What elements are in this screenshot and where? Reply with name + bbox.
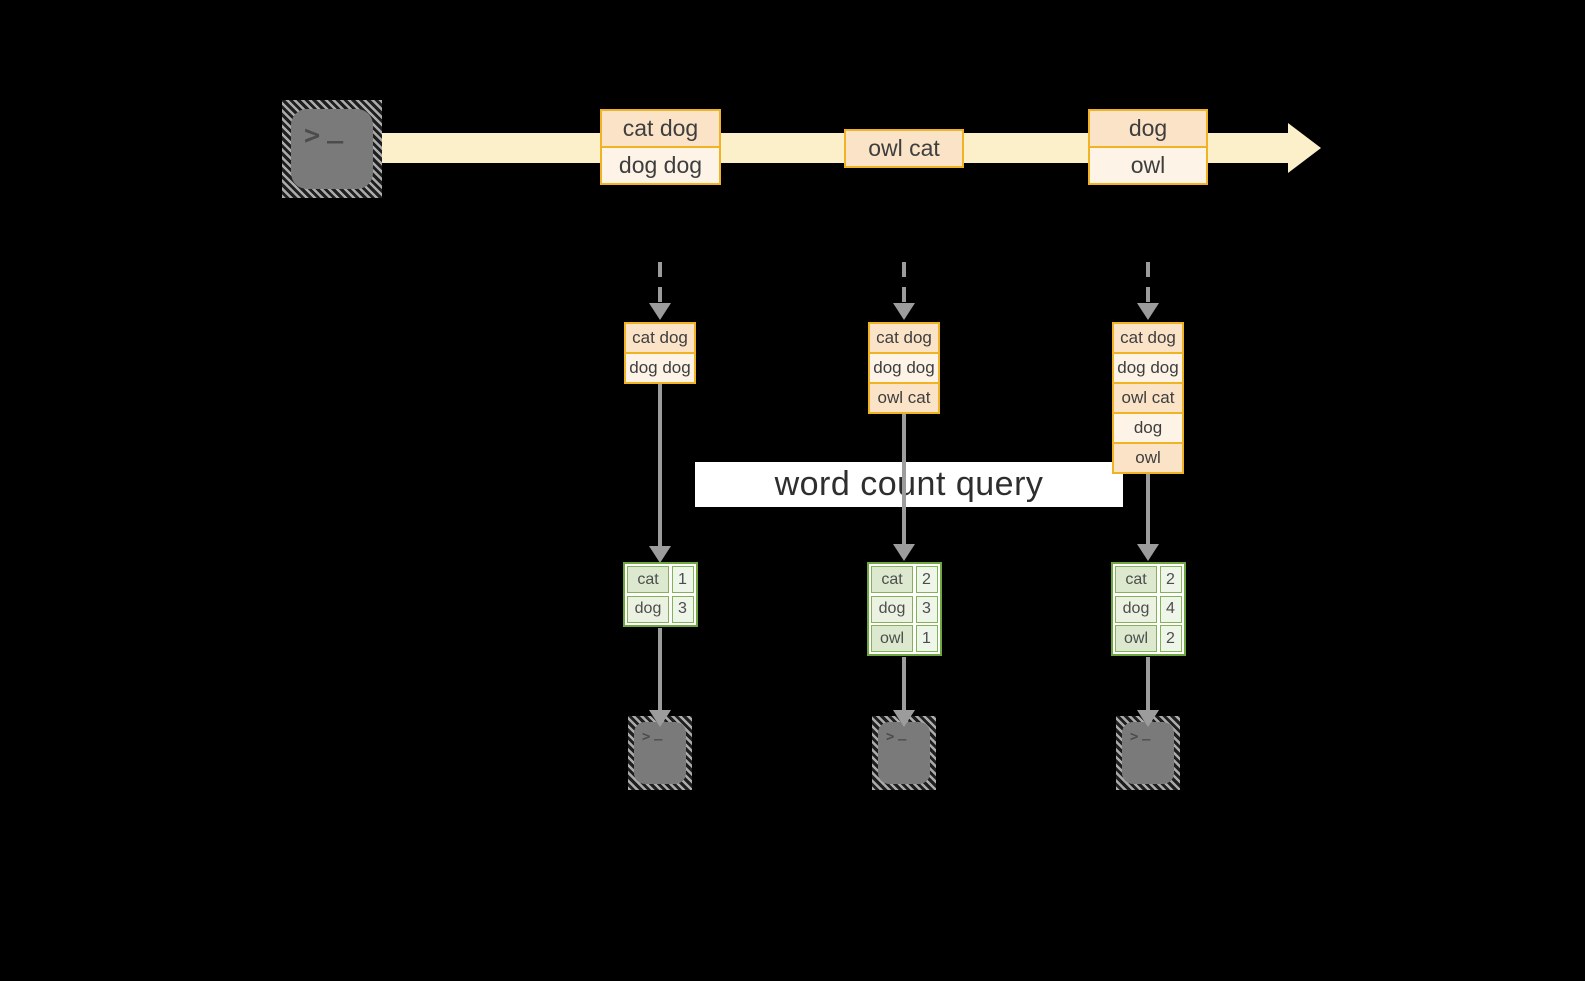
terminal-icon-body: > _ bbox=[878, 722, 930, 784]
event-row: dog dog bbox=[600, 145, 721, 185]
table-cell-count: 2 bbox=[1159, 625, 1182, 652]
arrow-line bbox=[1146, 657, 1150, 710]
table-cell-word: cat bbox=[871, 566, 913, 593]
query-label: word count query bbox=[774, 465, 1044, 503]
terminal-prompt-icon: > bbox=[886, 729, 895, 745]
event-box: owl cat bbox=[844, 129, 964, 168]
arrow-line bbox=[658, 628, 662, 710]
table-cell-word: dog bbox=[1115, 595, 1157, 623]
table-cell-count: 3 bbox=[915, 595, 938, 623]
sink-terminal-icon: > _ bbox=[628, 716, 692, 790]
arrowhead-icon bbox=[1137, 710, 1159, 727]
table-cell-count: 4 bbox=[1159, 595, 1182, 623]
buffer-row: dog dog bbox=[868, 352, 940, 384]
arrow-line bbox=[1146, 474, 1150, 544]
arrowhead-icon bbox=[649, 546, 671, 563]
arrow-line bbox=[902, 657, 906, 710]
terminal-prompt-icon: > bbox=[642, 729, 651, 745]
dashed-arrowhead-icon bbox=[893, 303, 915, 320]
arrowhead-icon bbox=[649, 710, 671, 727]
event-row: owl cat bbox=[844, 129, 964, 168]
table-cell-word: dog bbox=[627, 595, 669, 623]
arrowhead-icon bbox=[893, 710, 915, 727]
table-cell-word: owl bbox=[871, 625, 913, 652]
table-cell-count: 3 bbox=[671, 595, 694, 623]
buffer-box: cat dog dog dog owl cat bbox=[868, 322, 940, 414]
dashed-arrowhead-icon bbox=[1137, 303, 1159, 320]
event-box: dog owl bbox=[1088, 109, 1208, 185]
dashed-arrow-line bbox=[902, 262, 906, 306]
buffer-box: cat dog dog dog owl cat dog owl bbox=[1112, 322, 1184, 474]
arrowhead-icon bbox=[893, 544, 915, 561]
sink-terminal-icon: > _ bbox=[1116, 716, 1180, 790]
table-cell-word: dog bbox=[871, 595, 913, 623]
arrow-line bbox=[902, 414, 906, 544]
table-cell-word: cat bbox=[627, 566, 669, 593]
table-cell-word: owl bbox=[1115, 625, 1157, 652]
buffer-row: owl bbox=[1112, 442, 1184, 474]
dashed-arrow-line bbox=[1146, 262, 1150, 306]
table-cell-word: cat bbox=[1115, 566, 1157, 593]
buffer-row: cat dog bbox=[1112, 322, 1184, 354]
dashed-arrow-line bbox=[658, 262, 662, 306]
terminal-cursor-icon: _ bbox=[898, 725, 907, 741]
word-count-table: cat 2 dog 4 owl 2 bbox=[1111, 562, 1186, 656]
buffer-box: cat dog dog dog bbox=[624, 322, 696, 384]
terminal-cursor-icon: _ bbox=[654, 725, 663, 741]
terminal-prompt-icon: > bbox=[1130, 729, 1139, 745]
buffer-row: cat dog bbox=[624, 322, 696, 354]
event-row: owl bbox=[1088, 145, 1208, 185]
buffer-row: dog dog bbox=[624, 352, 696, 384]
event-row: dog bbox=[1088, 109, 1208, 148]
word-count-table: cat 1 dog 3 bbox=[623, 562, 698, 627]
terminal-icon-body: > _ bbox=[1122, 722, 1174, 784]
stream-arrowhead-icon bbox=[1288, 123, 1321, 173]
terminal-icon-body: > _ bbox=[634, 722, 686, 784]
terminal-cursor-icon: _ bbox=[327, 113, 344, 144]
table-cell-count: 1 bbox=[915, 625, 938, 652]
buffer-row: owl cat bbox=[868, 382, 940, 414]
terminal-icon-body: > _ bbox=[291, 109, 373, 189]
buffer-row: dog dog bbox=[1112, 352, 1184, 384]
buffer-row: dog bbox=[1112, 412, 1184, 444]
terminal-prompt-icon: > bbox=[304, 120, 321, 151]
table-cell-count: 2 bbox=[1159, 566, 1182, 593]
event-row: cat dog bbox=[600, 109, 721, 148]
event-box: cat dog dog dog bbox=[600, 109, 721, 185]
arrowhead-icon bbox=[1137, 544, 1159, 561]
buffer-row: cat dog bbox=[868, 322, 940, 354]
table-cell-count: 1 bbox=[671, 566, 694, 593]
arrow-line bbox=[658, 384, 662, 546]
sink-terminal-icon: > _ bbox=[872, 716, 936, 790]
table-cell-count: 2 bbox=[915, 566, 938, 593]
source-terminal-icon: > _ bbox=[282, 100, 382, 198]
terminal-cursor-icon: _ bbox=[1142, 725, 1151, 741]
word-count-table: cat 2 dog 3 owl 1 bbox=[867, 562, 942, 656]
query-label-band: word count query bbox=[695, 462, 1123, 507]
buffer-row: owl cat bbox=[1112, 382, 1184, 414]
dashed-arrowhead-icon bbox=[649, 303, 671, 320]
